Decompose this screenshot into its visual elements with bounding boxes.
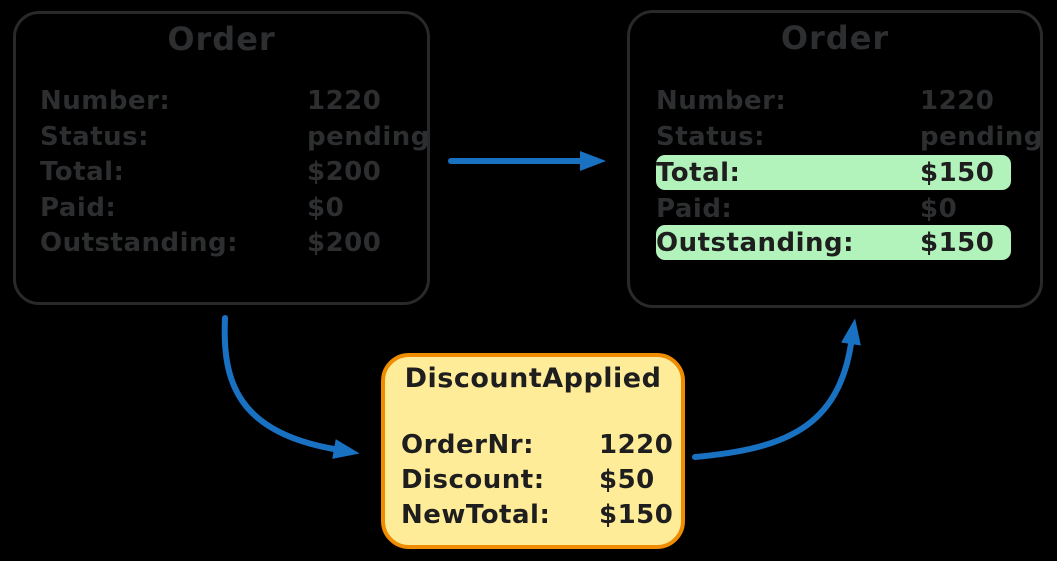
row-value: $200 <box>307 156 382 187</box>
row-label: Status: <box>656 121 766 152</box>
order-row-paid: Paid: $0 <box>656 191 1011 226</box>
row-label: Paid: <box>40 192 117 223</box>
order-box-after: Order Number: 1220 Status: pending Total… <box>627 10 1043 308</box>
order-row-status: Status: pending <box>656 119 1042 154</box>
row-value: $150 <box>920 227 995 258</box>
row-label: Discount: <box>401 464 545 495</box>
row-label: Paid: <box>656 193 733 224</box>
order-row-outstanding: Outstanding: $150 <box>656 225 1011 260</box>
row-label: NewTotal: <box>401 499 551 530</box>
event-row-newtotal: NewTotal: $150 <box>401 498 673 531</box>
row-label: Outstanding: <box>656 227 855 258</box>
order-row-outstanding: Outstanding: $200 <box>40 225 412 260</box>
entity-title: Order <box>167 20 276 58</box>
row-value: $0 <box>920 193 958 224</box>
row-label: OrderNr: <box>401 429 534 460</box>
row-value: $0 <box>307 192 345 223</box>
event-row-ordernr: OrderNr: 1220 <box>401 428 673 461</box>
order-row-total: Total: $150 <box>656 155 1011 190</box>
entity-title: Order <box>780 19 890 57</box>
order-box-before: Order Number: 1220 Status: pending Total… <box>13 11 430 305</box>
row-label: Total: <box>40 156 125 187</box>
row-label: Number: <box>656 85 787 116</box>
order-row-total: Total: $200 <box>40 154 412 189</box>
order-row-paid: Paid: $0 <box>40 190 412 225</box>
row-value: 1220 <box>599 429 674 460</box>
row-value: pending <box>307 121 430 152</box>
row-value: $150 <box>599 499 674 530</box>
order-row-number: Number: 1220 <box>40 83 412 118</box>
arrow-order-to-event <box>221 315 360 459</box>
row-value: pending <box>920 121 1043 152</box>
row-value: $50 <box>599 464 655 495</box>
row-label: Number: <box>40 85 171 116</box>
arrow-event-to-order <box>692 318 861 460</box>
row-label: Total: <box>656 157 741 188</box>
row-value: $200 <box>307 227 382 258</box>
event-title: DiscountApplied <box>404 363 662 394</box>
event-box-discount-applied: DiscountApplied OrderNr: 1220 Discount: … <box>381 353 685 549</box>
event-row-discount: Discount: $50 <box>401 463 673 496</box>
row-value: 1220 <box>307 85 382 116</box>
row-value: 1220 <box>920 85 995 116</box>
row-label: Outstanding: <box>40 227 239 258</box>
order-row-status: Status: pending <box>40 119 429 154</box>
row-value: $150 <box>920 157 995 188</box>
order-row-number: Number: 1220 <box>656 83 1011 118</box>
row-label: Status: <box>40 121 150 152</box>
